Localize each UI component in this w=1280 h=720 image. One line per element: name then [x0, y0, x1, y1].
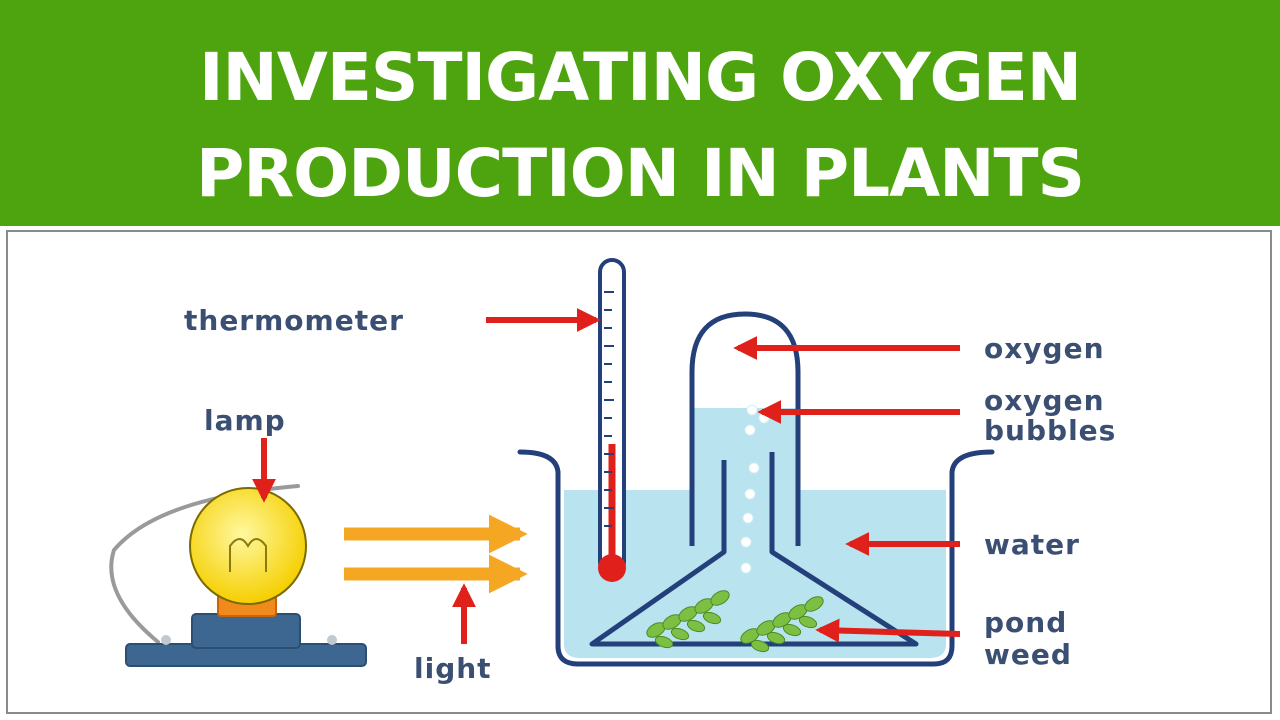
thermometer-bulb	[598, 554, 626, 582]
thermometer	[598, 258, 626, 582]
light-rays	[344, 514, 528, 594]
arrow-pond-weed	[815, 618, 961, 643]
title-line-1: INVESTIGATING OXYGEN	[198, 39, 1082, 116]
pointer-arrows	[252, 308, 961, 644]
pond-weed	[646, 590, 824, 653]
label-light: light	[414, 652, 492, 685]
label-water: water	[984, 528, 1080, 561]
lamp	[109, 484, 367, 667]
experiment-diagram: thermometer lamp light oxygen oxygen bub…	[109, 258, 1116, 685]
bulb-filament	[229, 538, 267, 572]
beaker-outline	[517, 449, 995, 667]
title-line-2: PRODUCTION IN PLANTS	[195, 135, 1085, 212]
diagram-frame: thermometer lamp light oxygen oxygen bub…	[6, 230, 1272, 714]
label-pond-weed-line-1: pond	[984, 606, 1067, 639]
title-banner: INVESTIGATING OXYGEN PRODUCTION IN PLANT…	[0, 0, 1280, 226]
label-oxygen-bubbles-line-2: bubbles	[984, 414, 1116, 447]
label-oxygen-bubbles-line-1: oxygen	[984, 384, 1105, 417]
label-pond-weed-line-2: weed	[984, 638, 1072, 671]
label-oxygen: oxygen	[984, 332, 1105, 365]
label-thermometer: thermometer	[184, 304, 404, 337]
label-lamp: lamp	[204, 404, 286, 437]
lamp-stand	[191, 613, 301, 649]
